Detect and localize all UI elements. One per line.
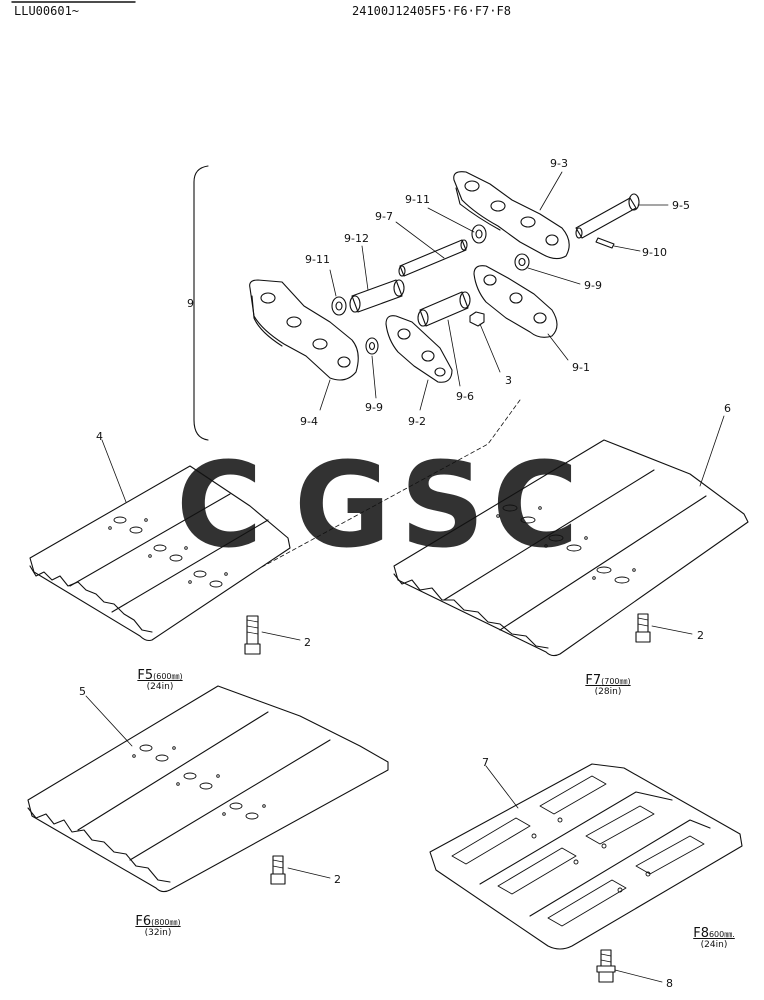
label-4: 4 — [96, 430, 103, 443]
label-2-f6: 2 — [334, 873, 341, 886]
label-9-5: 9-5 — [672, 199, 690, 212]
cotter-9-10 — [595, 237, 615, 249]
pin-9-7 — [398, 239, 468, 277]
watermark-letter-c1: C — [176, 436, 263, 574]
caption-f6-in: (32in) — [144, 928, 172, 938]
plate-leaders — [85, 415, 725, 983]
label-8: 8 — [666, 977, 673, 990]
shoe-plate-f7 — [393, 439, 749, 657]
caption-f6-code: F6 — [135, 914, 152, 929]
caption-f5-in: (24in) — [146, 682, 174, 692]
caption-f6: F6(800㎜) (32in) — [116, 914, 200, 938]
label-7: 7 — [482, 756, 489, 769]
bushing-9-6 — [417, 291, 471, 327]
watermark-letter-g: G — [294, 436, 391, 574]
drawing-number: 24100J12405F5·F6·F7·F8 — [352, 4, 511, 18]
caption-f5-mm: (600㎜) — [153, 672, 183, 681]
label-9-7: 9-7 — [375, 210, 393, 223]
caption-f8-mm: 600㎜. — [708, 930, 735, 939]
bolt-8-f8 — [596, 949, 616, 983]
caption-f5-code: F5 — [137, 668, 154, 683]
label-3: 3 — [505, 374, 512, 387]
label-9-2: 9-2 — [408, 415, 426, 428]
label-5: 5 — [79, 685, 86, 698]
label-9-11-lower: 9-11 — [305, 253, 330, 266]
label-9-6: 9-6 — [456, 390, 474, 403]
bolt-2-f5 — [244, 615, 261, 655]
watermark-letter-c2: C — [492, 436, 579, 574]
caption-f7-code: F7 — [585, 673, 602, 688]
label-9-12: 9-12 — [344, 232, 369, 245]
serial-range: LLU00601~ — [14, 4, 80, 18]
label-9-9-right: 9-9 — [584, 279, 602, 292]
spacer-9-9 — [365, 253, 530, 355]
shoe-plate-f8 — [429, 763, 743, 950]
bolt-2-f6 — [270, 855, 286, 885]
shoe-plate-f5 — [29, 465, 291, 642]
caption-f5: F5(600㎜) (24in) — [118, 668, 202, 692]
caption-f6-mm: (800㎜) — [151, 918, 181, 927]
caption-f8: F8600㎜. (24in) — [672, 926, 756, 950]
assembly-label: 9 — [187, 297, 194, 310]
label-9-11-upper: 9-11 — [405, 193, 430, 206]
link-9-4 — [249, 279, 359, 381]
watermark-letter-s: S — [400, 436, 485, 574]
link-9-3 — [453, 171, 570, 260]
caption-f7-in: (28in) — [594, 687, 622, 697]
label-9-10: 9-10 — [642, 246, 667, 259]
label-9-4: 9-4 — [300, 415, 318, 428]
caption-f8-in: (24in) — [700, 940, 728, 950]
caption-f8-code: F8 — [693, 926, 709, 941]
label-9-1: 9-1 — [572, 361, 590, 374]
nut-3 — [469, 311, 485, 327]
link-leaders — [259, 171, 669, 569]
seal-9-11 — [331, 224, 487, 316]
label-6: 6 — [724, 402, 731, 415]
shoe-plate-f6 — [27, 685, 389, 893]
caption-f7-mm: (700㎜) — [601, 677, 631, 686]
link-9-2 — [385, 315, 453, 383]
assembly-bracket — [193, 165, 209, 441]
label-2-f7: 2 — [697, 629, 704, 642]
caption-f7: F7(700㎜) (28in) — [566, 673, 650, 697]
link-9-1 — [473, 265, 558, 338]
label-9-3: 9-3 — [550, 157, 568, 170]
pin-9-5 — [575, 193, 640, 239]
bushing-9-12 — [349, 279, 405, 313]
bolt-2-f7 — [635, 613, 651, 643]
label-2-f5: 2 — [304, 636, 311, 649]
watermark: C G S C — [176, 436, 579, 574]
label-9-9-left: 9-9 — [365, 401, 383, 414]
